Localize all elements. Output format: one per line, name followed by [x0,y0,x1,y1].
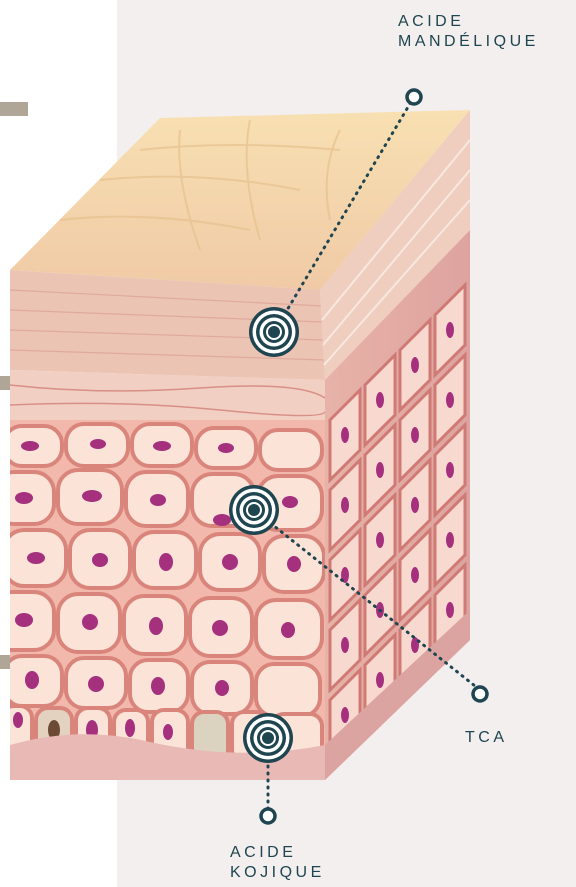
label-mandelic-acid: ACIDE MANDÉLIQUE [398,12,539,52]
label-mandelic-line2: MANDÉLIQUE [398,32,539,52]
kojic-target-icon [243,713,293,763]
kojic-endpoint-icon [261,809,275,823]
mandelic-target-icon [249,307,299,357]
label-tca-line1: TCA [465,728,508,748]
label-kojic-line2: KOJIQUE [230,863,325,883]
mandelic-endpoint-icon [407,90,421,104]
label-mandelic-line1: ACIDE [398,12,539,32]
label-kojic-line1: ACIDE [230,843,325,863]
tca-endpoint-icon [473,687,487,701]
tca-target-icon [229,485,279,535]
label-kojic-acid: ACIDE KOJIQUE [230,843,325,883]
label-tca: TCA [465,728,508,748]
